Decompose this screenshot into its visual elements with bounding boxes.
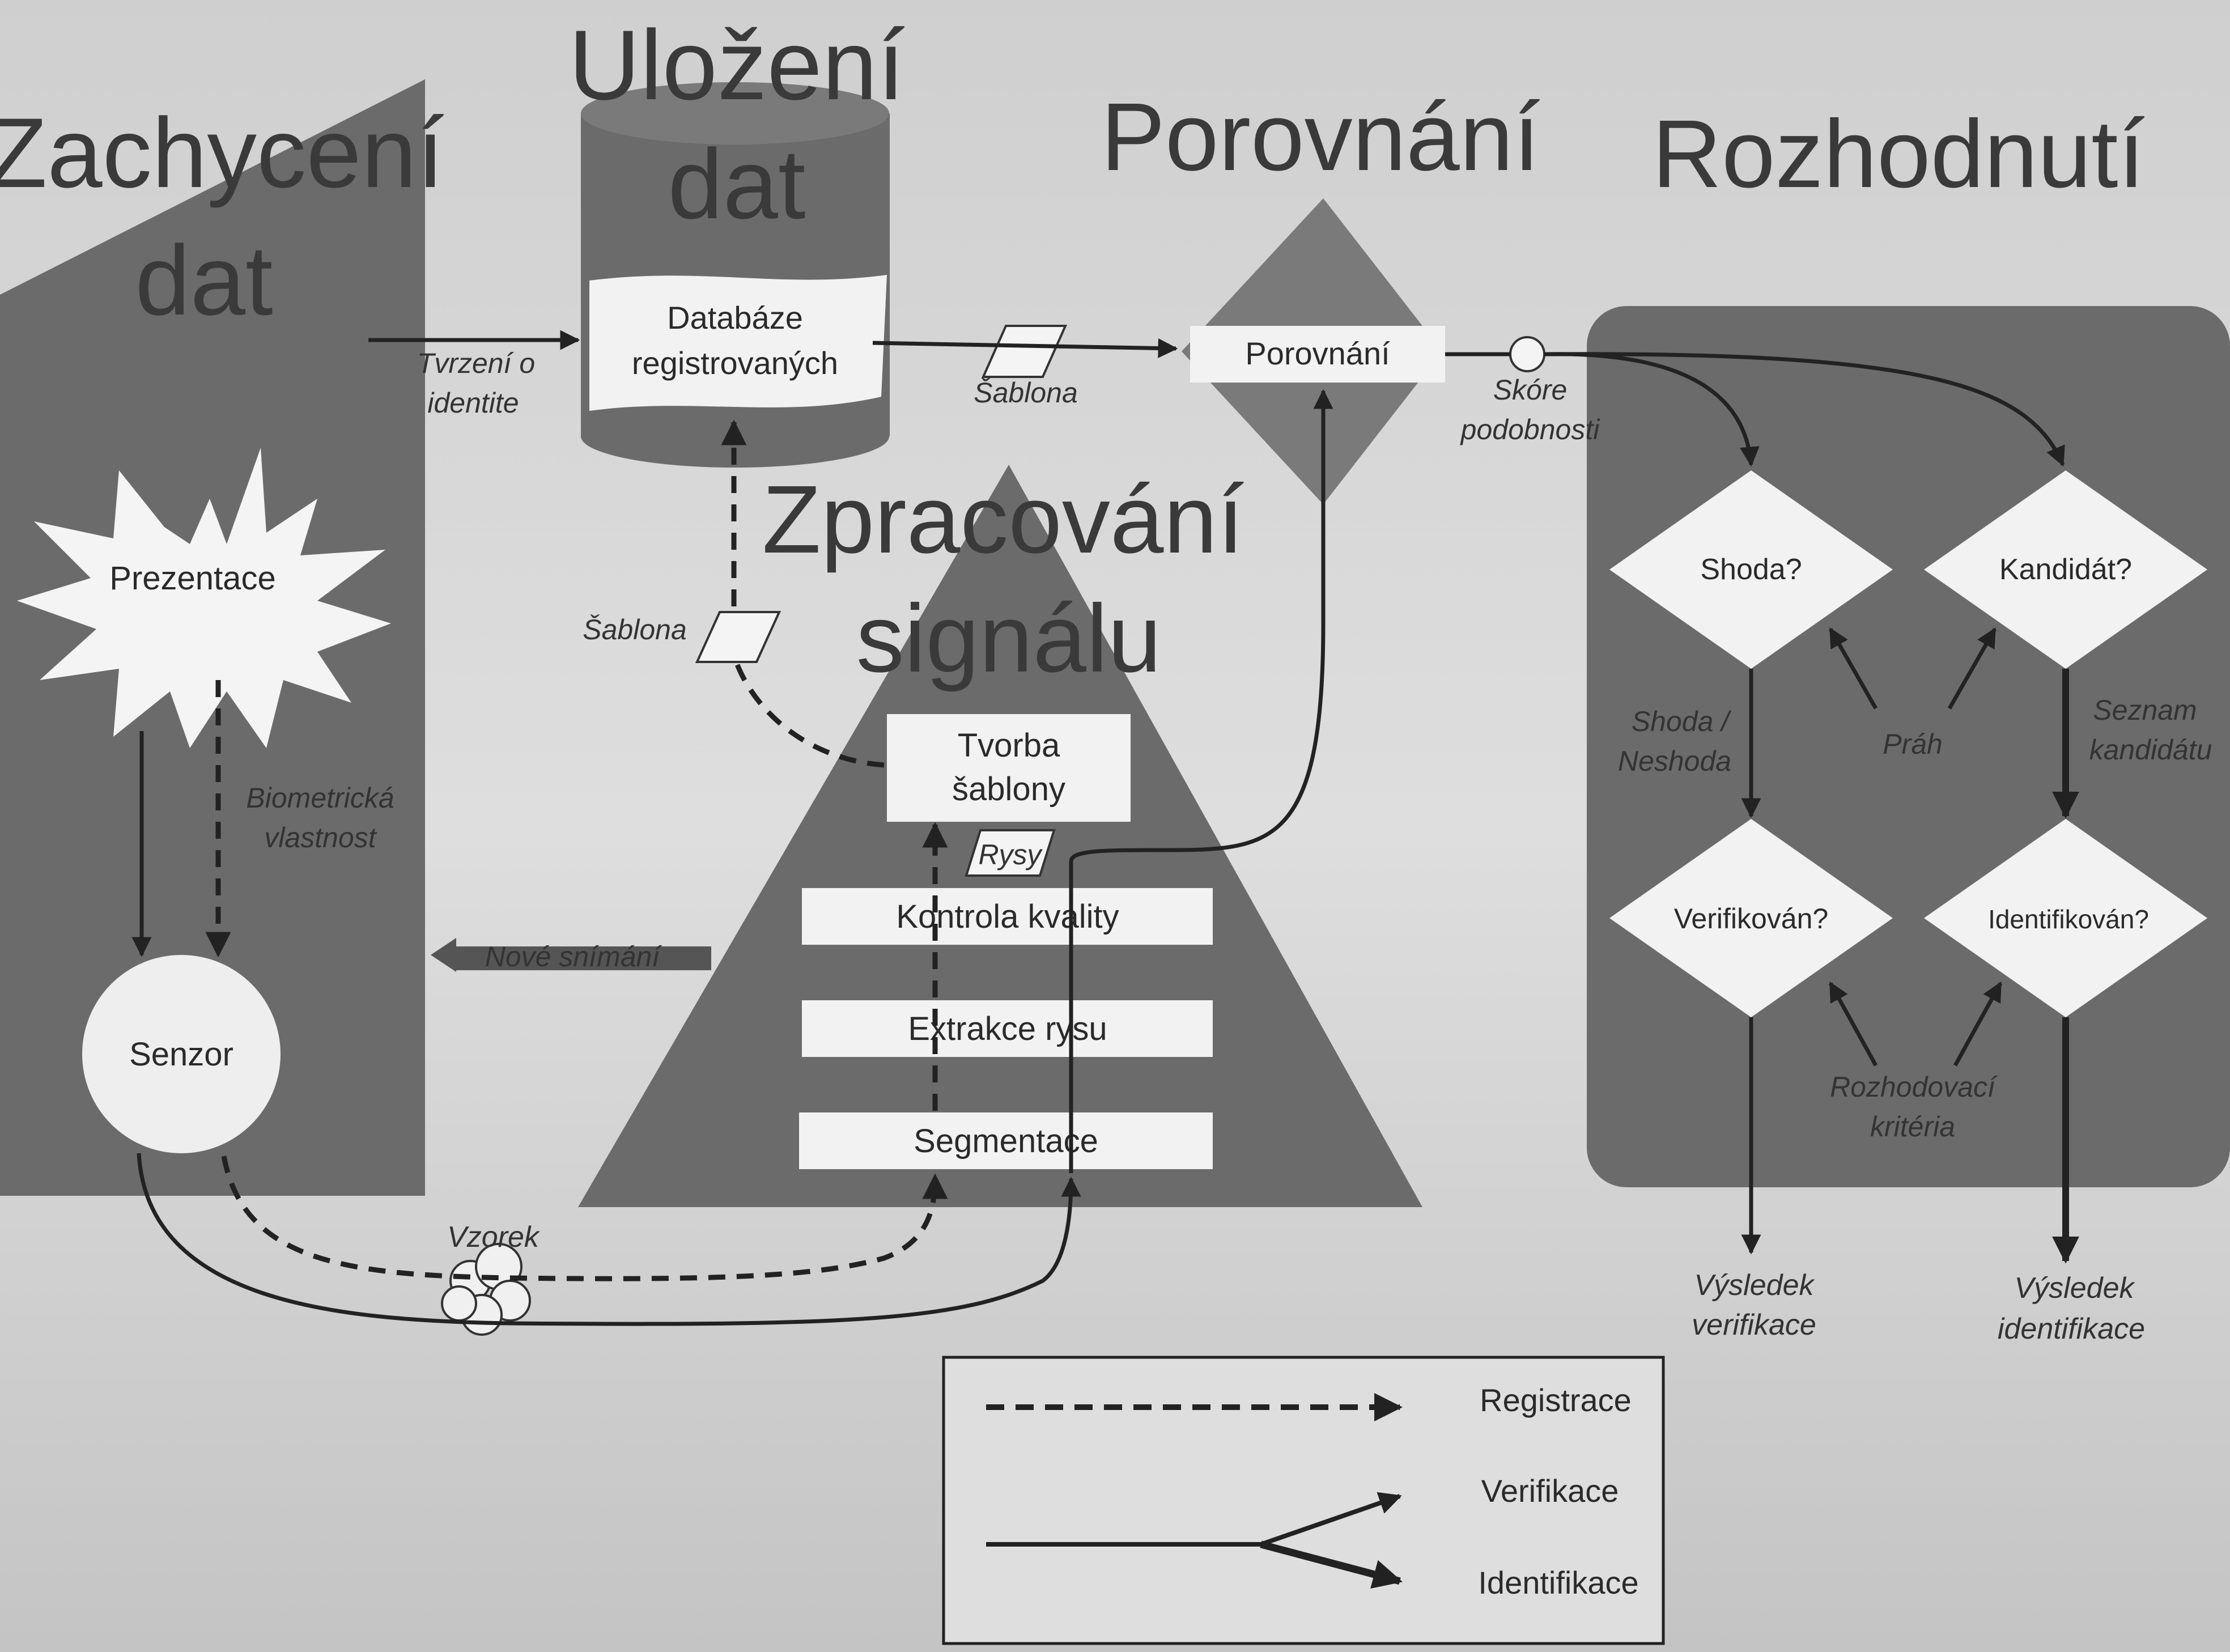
identity-claim-label-2: identite [427, 387, 519, 419]
sample-label: Vzorek [447, 1221, 541, 1254]
segmentation-box [799, 1112, 1213, 1169]
quality-control-box [802, 888, 1213, 945]
legend-identification-label: Identifikace [1478, 1565, 1638, 1600]
similarity-label-1: Skóre [1493, 374, 1568, 406]
legend: Registrace Verifikace Identifikace [942, 1356, 1665, 1645]
presentation-star [17, 448, 391, 748]
template-tag-left [695, 611, 781, 663]
template-creation-label-1: Tvorba [958, 727, 1060, 764]
identified-label: Identifikován? [1988, 904, 2149, 934]
features-tag [965, 829, 1056, 877]
database-label-2: registrovaných [632, 345, 838, 381]
identified-diamond [1924, 819, 2207, 1017]
section-title-capture-1: Zachycení [0, 98, 444, 209]
template-label-left: Šablona [583, 614, 687, 645]
template-label-top: Šablona [974, 377, 1078, 409]
match-diamond [1609, 470, 1893, 669]
legend-registration-label: Registrace [1480, 1382, 1632, 1418]
match-nomatch-label-2: Neshoda [1618, 745, 1731, 777]
presentation-label: Prezentace [109, 560, 275, 597]
candidate-list-label-2: kandidátu [2089, 734, 2212, 766]
compare-box [1190, 326, 1445, 383]
verified-diamond [1609, 819, 1893, 1017]
identity-claim-label-1: Tvrzení o [417, 347, 535, 379]
section-title-decision: Rozhodnutí [1652, 100, 2145, 208]
section-title-processing-2: signálu [856, 585, 1162, 693]
match-label: Shoda? [1700, 553, 1802, 586]
connectors [131, 330, 2065, 1326]
section-title-processing-1: Zpracování [762, 466, 1244, 574]
compare-box-label: Porovnání [1245, 336, 1390, 371]
feature-extraction-label: Extrakce rysu [908, 1010, 1107, 1047]
match-nomatch-label-1: Shoda / [1632, 706, 1732, 737]
sensor-label: Senzor [129, 1036, 233, 1073]
identification-result-label-1: Výsledek [2015, 1272, 2136, 1305]
feature-extraction-box [802, 1000, 1213, 1057]
score-node [1509, 336, 1545, 372]
section-title-storage-2: dat [668, 129, 805, 240]
template-tag-top [981, 325, 1068, 378]
features-label: Rysy [978, 839, 1043, 870]
decision-criteria-label-1: Rozhodovací [1830, 1071, 1998, 1103]
section-title-comparison: Porovnání [1101, 83, 1540, 191]
segmentation-label: Segmentace [914, 1123, 1098, 1160]
legend-identification-line [1260, 1540, 1403, 1589]
similarity-label-2: podobnosti [1460, 414, 1601, 445]
legend-verification-label: Verifikace [1481, 1473, 1619, 1509]
database-label-1: Databáze [667, 300, 803, 336]
candidate-list-label-1: Seznam [2093, 694, 2197, 726]
verification-result-label-2: verifikace [1692, 1309, 1816, 1341]
biometric-label-2: vlastnost [264, 822, 377, 853]
section-title-capture-2: dat [135, 226, 273, 336]
quality-control-label: Kontrola kvality [896, 898, 1119, 935]
verified-label: Verifikován? [1674, 903, 1828, 935]
template-creation-box [887, 714, 1131, 822]
template-creation-label-2: šablony [952, 771, 1065, 808]
legend-verification-line [1260, 1492, 1402, 1547]
section-title-storage-1: Uložení [568, 10, 904, 121]
registration-connectors [205, 419, 948, 1281]
identification-result-label-2: identifikace [1998, 1313, 2145, 1345]
candidate-label: Kandidát? [1999, 553, 2132, 586]
threshold-label: Práh [1883, 728, 1943, 760]
biometric-label-1: Biometrická [246, 782, 394, 814]
decision-criteria-label-2: kritéria [1870, 1111, 1955, 1143]
database-box [589, 275, 887, 411]
verification-result-label-1: Výsledek [1694, 1269, 1816, 1302]
legend-box [942, 1356, 1665, 1645]
candidate-diamond [1924, 470, 2207, 669]
rescan-label: Nové snímání [485, 941, 662, 972]
sensor-circle [82, 955, 281, 1153]
rescan-arrow: Nové snímání [431, 938, 711, 972]
